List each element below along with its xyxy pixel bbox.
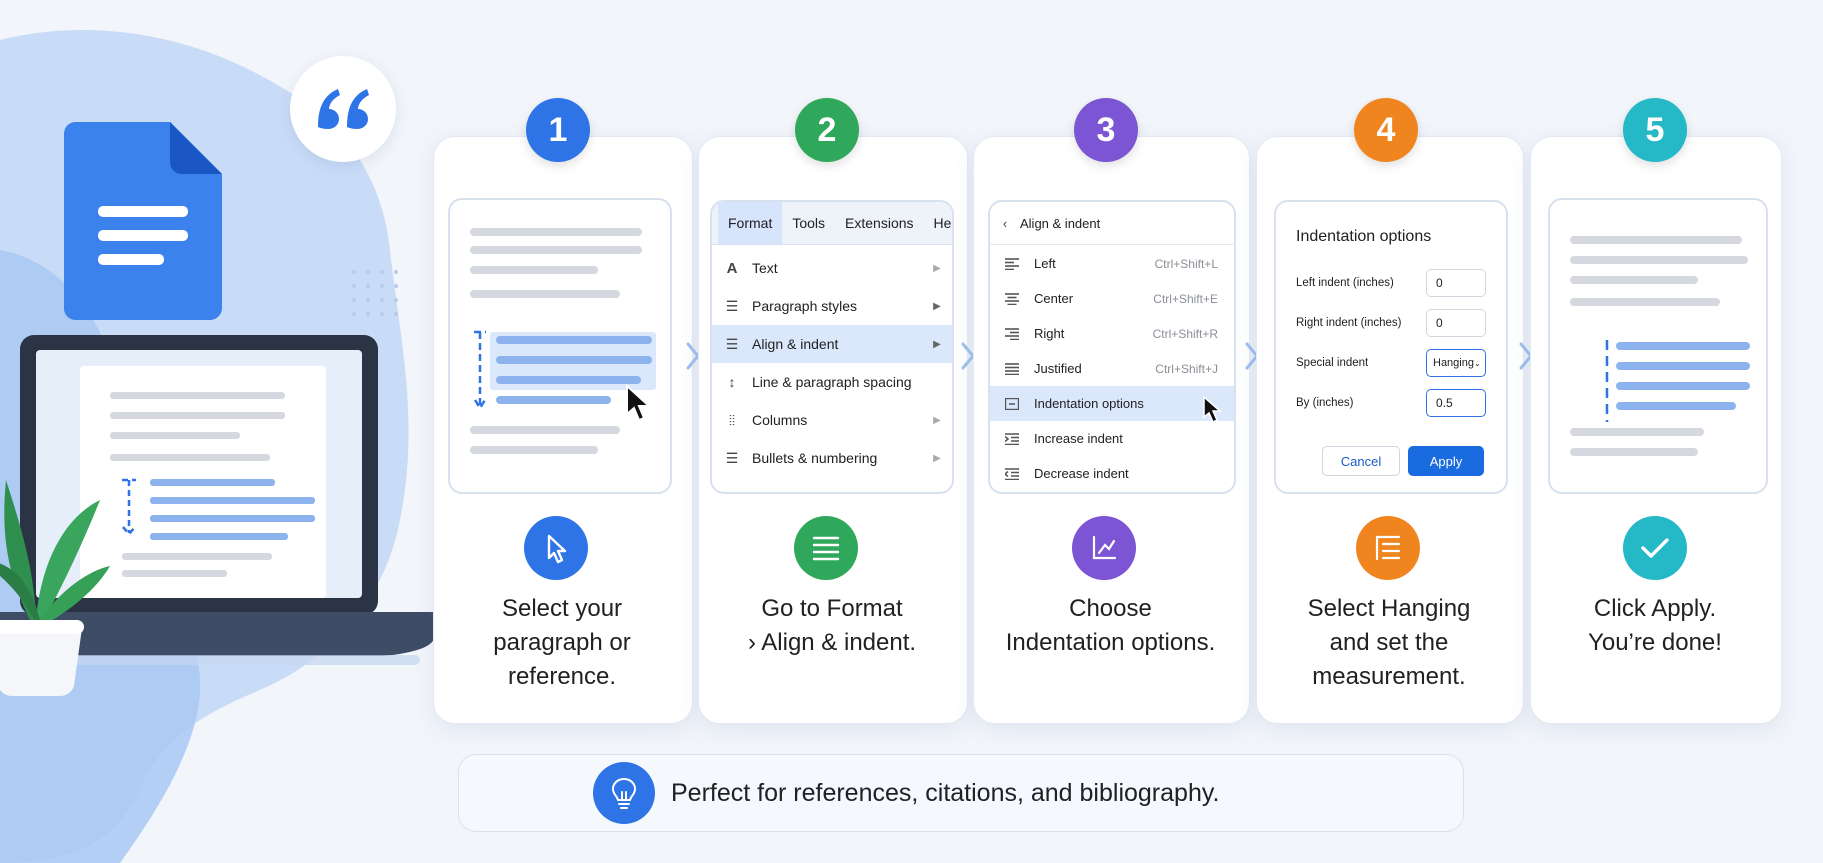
hanging-indent-icon xyxy=(1356,516,1420,580)
submenu-arrow-icon: ▶ xyxy=(933,338,941,350)
quote-badge xyxy=(290,56,396,162)
paragraph-styles-icon: ☰ xyxy=(725,297,739,314)
submenu-header[interactable]: ‹ Align & indent xyxy=(990,202,1234,245)
align-lines-icon xyxy=(794,516,858,580)
quote-icon xyxy=(318,89,369,129)
special-indent-select[interactable]: Hanging ⌄ xyxy=(1426,349,1486,377)
indentation-options-dialog: Indentation options Left indent (inches)… xyxy=(1274,200,1508,494)
submenu-arrow-icon: ▶ xyxy=(933,300,941,312)
line-spacing-icon: ↕ xyxy=(728,374,736,390)
align-justified-icon xyxy=(990,362,1034,375)
menu-item-text[interactable]: A Text ▶ xyxy=(712,249,952,287)
menu-extensions[interactable]: Extensions xyxy=(845,215,914,231)
format-menu: Format Tools Extensions Help A Text ▶ ☰ … xyxy=(710,200,954,494)
menu-item-bullets[interactable]: ☰ Bullets & numbering ▶ xyxy=(712,439,952,477)
align-center-item[interactable]: Center Ctrl+Shift+E xyxy=(990,281,1234,316)
menu-item-paragraph-styles[interactable]: ☰ Paragraph styles ▶ xyxy=(712,287,952,325)
bullets-icon: ☰ xyxy=(725,449,739,466)
apply-button[interactable]: Apply xyxy=(1408,446,1484,476)
align-indent-icon: ☰ xyxy=(725,335,739,352)
indentation-chart-icon xyxy=(1072,516,1136,580)
left-indent-label: Left indent (inches) xyxy=(1296,277,1394,289)
special-indent-label: Special indent xyxy=(1296,357,1369,369)
align-left-icon xyxy=(990,257,1034,270)
step-1-document-preview xyxy=(448,198,672,494)
by-inches-input[interactable]: 0.5 xyxy=(1426,389,1486,417)
align-right-icon xyxy=(990,327,1034,340)
step-5-result-preview xyxy=(1548,198,1768,494)
cursor-icon xyxy=(524,516,588,580)
align-justified-item[interactable]: Justified Ctrl+Shift+J xyxy=(990,351,1234,386)
menu-item-align-indent[interactable]: ☰ Align & indent ▶ xyxy=(712,325,952,363)
tip-banner: Perfect for references, citations, and b… xyxy=(458,754,1464,832)
decrease-indent-icon xyxy=(990,467,1034,480)
text-icon: A xyxy=(726,259,738,277)
step-3-caption: Choose Indentation options. xyxy=(1005,595,1216,656)
dot-grid xyxy=(352,270,398,316)
align-left-item[interactable]: Left Ctrl+Shift+L xyxy=(990,246,1234,281)
align-indent-submenu: ‹ Align & indent Left Ctrl+Shift+L Cente… xyxy=(988,200,1236,494)
by-inches-label: By (inches) xyxy=(1296,397,1354,409)
indent-marker-icon xyxy=(473,330,487,411)
step-5-caption: Click Apply. You’re done! xyxy=(1588,595,1722,656)
step-2-caption: Go to Format › Align & indent. xyxy=(747,595,917,656)
increase-indent-icon xyxy=(990,432,1034,445)
menu-item-line-spacing[interactable]: ↕ Line & paragraph spacing xyxy=(712,363,952,401)
submenu-arrow-icon: ▶ xyxy=(933,414,941,426)
lightbulb-icon xyxy=(593,762,655,824)
align-center-icon xyxy=(990,292,1034,305)
align-right-item[interactable]: Right Ctrl+Shift+R xyxy=(990,316,1234,351)
increase-indent-item[interactable]: Increase indent xyxy=(990,421,1234,456)
cancel-button[interactable]: Cancel xyxy=(1322,446,1400,476)
chevron-down-icon: ⌄ xyxy=(1473,358,1481,368)
tip-text: Perfect for references, citations, and b… xyxy=(671,778,1220,807)
plant-icon xyxy=(0,480,110,696)
submenu-arrow-icon: ▶ xyxy=(933,262,941,274)
step-badge-3: 3 xyxy=(1074,98,1138,162)
checkmark-icon xyxy=(1623,516,1687,580)
menu-help[interactable]: Help xyxy=(933,215,952,231)
google-docs-icon xyxy=(64,122,222,320)
decrease-indent-item[interactable]: Decrease indent xyxy=(990,456,1234,491)
mouse-pointer-icon xyxy=(626,384,652,422)
step-badge-2: 2 xyxy=(795,98,859,162)
menubar: Format Tools Extensions Help xyxy=(712,202,952,245)
step-4-caption: Select Hanging and set the measurement. xyxy=(1307,595,1471,690)
menu-item-columns[interactable]: ⦙⦙ Columns ▶ xyxy=(712,401,952,439)
left-indent-input[interactable]: 0 xyxy=(1426,269,1486,297)
step-badge-4: 4 xyxy=(1354,98,1418,162)
step-badge-5: 5 xyxy=(1623,98,1687,162)
menu-tools[interactable]: Tools xyxy=(792,215,826,231)
mouse-pointer-icon xyxy=(1203,396,1222,424)
step-badge-1: 1 xyxy=(526,98,590,162)
indentation-options-icon xyxy=(990,397,1034,410)
dialog-title: Indentation options xyxy=(1296,228,1432,245)
right-indent-input[interactable]: 0 xyxy=(1426,309,1486,337)
menu-format[interactable]: Format xyxy=(718,202,783,244)
columns-icon: ⦙⦙ xyxy=(728,411,736,428)
chevron-left-icon: ‹ xyxy=(1002,215,1008,231)
step-1-caption: Select your paragraph or reference. xyxy=(493,595,631,690)
hanging-indent-marker xyxy=(1605,340,1609,422)
submenu-arrow-icon: ▶ xyxy=(933,452,941,464)
right-indent-label: Right indent (inches) xyxy=(1296,317,1402,329)
laptop-icon xyxy=(0,335,439,696)
indentation-options-item[interactable]: Indentation options xyxy=(990,386,1234,421)
